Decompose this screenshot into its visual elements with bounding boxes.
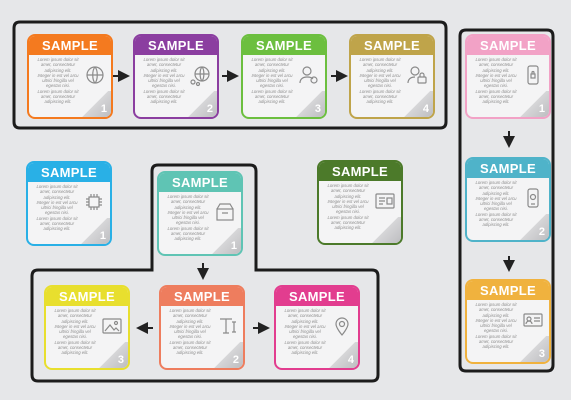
mobile-lock-icon xyxy=(521,63,545,87)
image-frame-icon xyxy=(100,314,124,338)
card-title: SAMPLE xyxy=(159,173,241,192)
step-number: 1 xyxy=(538,103,545,115)
user-settings-icon xyxy=(297,63,321,87)
step-number: 1 xyxy=(230,240,237,252)
phone-lock-icon xyxy=(521,186,545,210)
globe-icon xyxy=(83,63,107,87)
step-number: 2 xyxy=(538,226,545,238)
card-title: SAMPLE xyxy=(276,287,358,306)
step-number: 4 xyxy=(422,103,429,115)
page-curl xyxy=(328,342,358,368)
card-title: SAMPLE xyxy=(467,281,549,300)
user-lock-icon xyxy=(405,63,429,87)
step-number: 1 xyxy=(99,230,106,242)
card-title: SAMPLE xyxy=(467,36,549,55)
card-title: SAMPLE xyxy=(351,36,433,55)
page-curl xyxy=(213,342,243,368)
step-number: 3 xyxy=(538,348,545,360)
page-curl xyxy=(295,91,325,117)
page-curl xyxy=(187,91,217,117)
page-curl xyxy=(211,228,241,254)
page-curl xyxy=(519,91,549,117)
group-frame-top xyxy=(12,20,448,130)
page-curl xyxy=(519,336,549,362)
page-curl xyxy=(80,218,110,244)
card-title: SAMPLE xyxy=(243,36,325,55)
page-curl xyxy=(371,217,401,243)
document-card-icon xyxy=(373,189,397,213)
card-title: SAMPLE xyxy=(135,36,217,55)
card-title: SAMPLE xyxy=(28,163,110,182)
step-number: 3 xyxy=(314,103,321,115)
page-curl xyxy=(98,342,128,368)
id-card-icon xyxy=(521,308,545,332)
card-title: SAMPLE xyxy=(161,287,243,306)
page-curl xyxy=(519,214,549,240)
chip-icon xyxy=(82,190,106,214)
page-curl xyxy=(81,91,111,117)
step-number: 4 xyxy=(347,354,354,366)
network-globe-icon xyxy=(189,63,213,87)
step-number: 2 xyxy=(232,354,239,366)
archive-box-icon xyxy=(213,200,237,224)
card-title: SAMPLE xyxy=(467,159,549,178)
card-title: SAMPLE xyxy=(29,36,111,55)
group-frame-bottom xyxy=(30,163,380,383)
map-pin-icon xyxy=(330,314,354,338)
text-tool-icon xyxy=(215,314,239,338)
step-number: 2 xyxy=(206,103,213,115)
step-number: 3 xyxy=(117,354,124,366)
card-title: SAMPLE xyxy=(46,287,128,306)
card-title: SAMPLE xyxy=(319,162,401,181)
group-frame-right xyxy=(458,28,555,373)
page-curl xyxy=(403,91,433,117)
step-number: 1 xyxy=(100,103,107,115)
